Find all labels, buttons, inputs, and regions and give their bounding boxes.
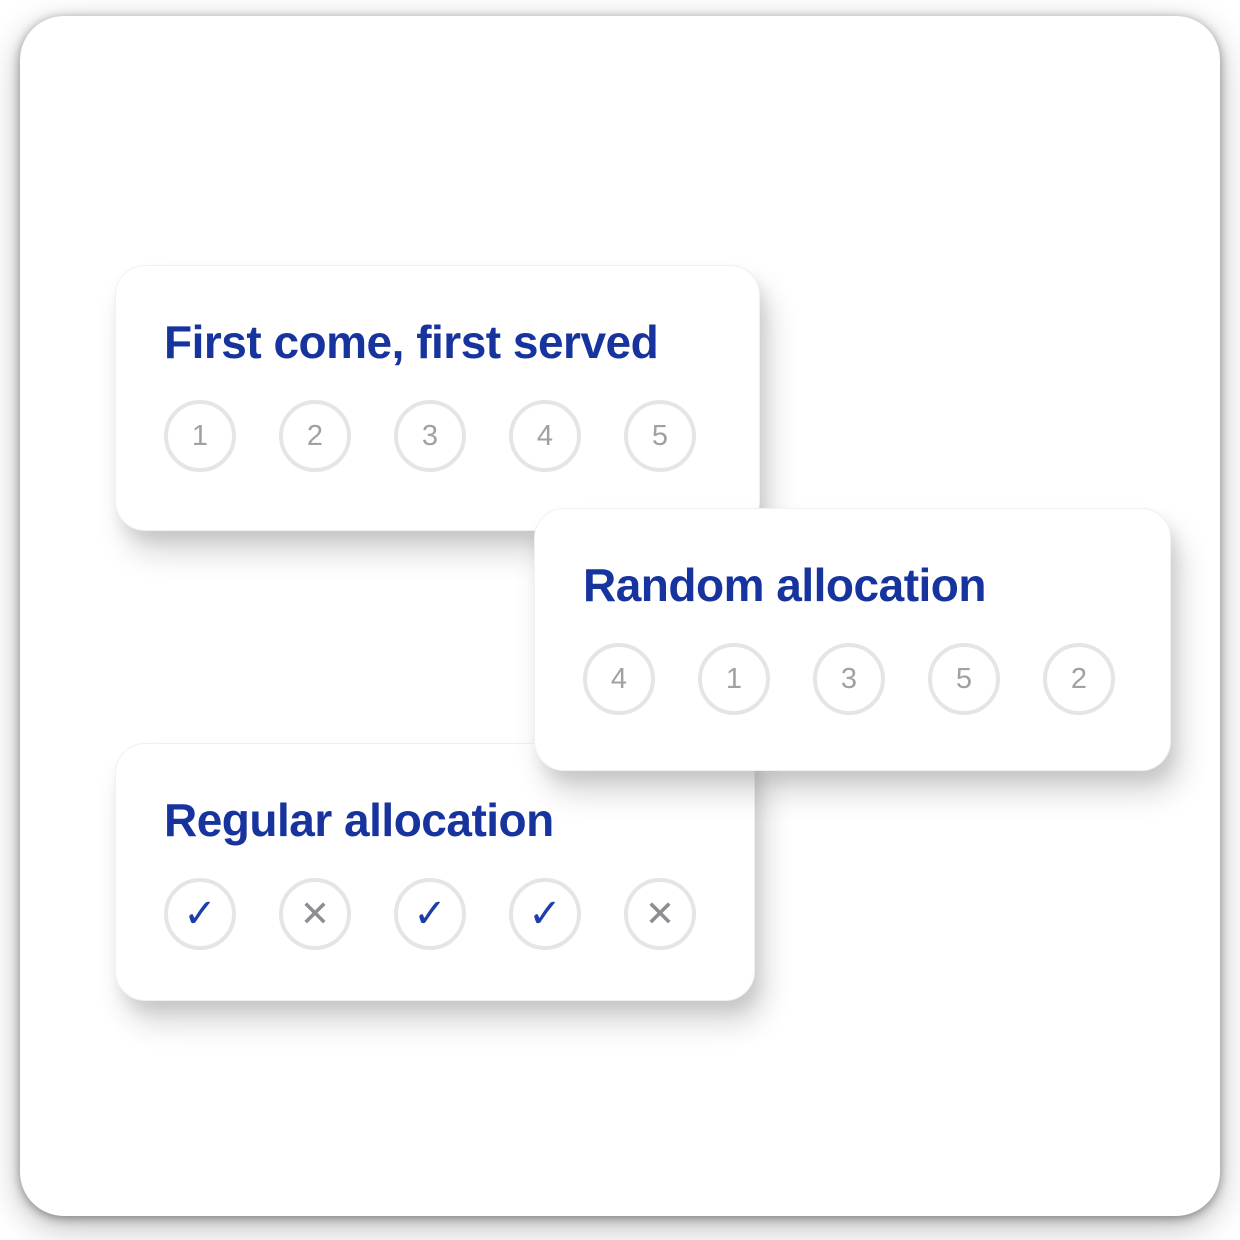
queue-token-row: 1 2 3 4 5 (164, 400, 711, 472)
queue-slot-circle: ✓ (164, 878, 236, 950)
queue-slot-circle: ✓ (394, 878, 466, 950)
queue-slot-number: 1 (725, 662, 743, 695)
card-title: Regular allocation (164, 794, 554, 846)
queue-slot-circle: 5 (928, 643, 1000, 715)
card-title: First come, first served (164, 316, 659, 368)
queue-slot-number: 4 (610, 662, 628, 695)
queue-slot-circle: 1 (698, 643, 770, 715)
queue-token-row: ✓ ✕ ✓ ✓ ✕ (164, 878, 706, 950)
card-regular-allocation: Regular allocation ✓ ✕ ✓ ✓ ✕ (115, 743, 755, 1001)
card-title: Random allocation (583, 559, 986, 611)
queue-slot-circle: ✕ (624, 878, 696, 950)
queue-slot-number: 2 (306, 419, 324, 452)
queue-token-row: 4 1 3 5 2 (583, 643, 1122, 715)
queue-slot-circle: 4 (583, 643, 655, 715)
illustration-panel: First come, first served 1 2 3 4 5 Rando… (20, 16, 1220, 1216)
queue-slot-number: 1 (191, 419, 209, 452)
queue-slot-circle: 1 (164, 400, 236, 472)
queue-slot-circle: ✕ (279, 878, 351, 950)
queue-slot-number: 3 (840, 662, 858, 695)
check-icon: ✓ (183, 892, 217, 936)
cross-icon: ✕ (299, 893, 331, 934)
queue-slot-circle: 3 (813, 643, 885, 715)
queue-slot-number: 4 (536, 419, 554, 452)
check-icon: ✓ (413, 892, 447, 936)
queue-slot-circle: 3 (394, 400, 466, 472)
card-first-come-first-served: First come, first served 1 2 3 4 5 (115, 265, 760, 531)
queue-slot-circle: 4 (509, 400, 581, 472)
queue-slot-circle: 2 (1043, 643, 1115, 715)
card-random-allocation: Random allocation 4 1 3 5 2 (534, 508, 1171, 771)
queue-slot-circle: ✓ (509, 878, 581, 950)
check-icon: ✓ (528, 892, 562, 936)
cross-icon: ✕ (644, 893, 676, 934)
queue-slot-number: 5 (651, 419, 669, 452)
queue-slot-number: 5 (955, 662, 973, 695)
queue-slot-circle: 5 (624, 400, 696, 472)
queue-slot-number: 2 (1070, 662, 1088, 695)
queue-slot-number: 3 (421, 419, 439, 452)
queue-slot-circle: 2 (279, 400, 351, 472)
